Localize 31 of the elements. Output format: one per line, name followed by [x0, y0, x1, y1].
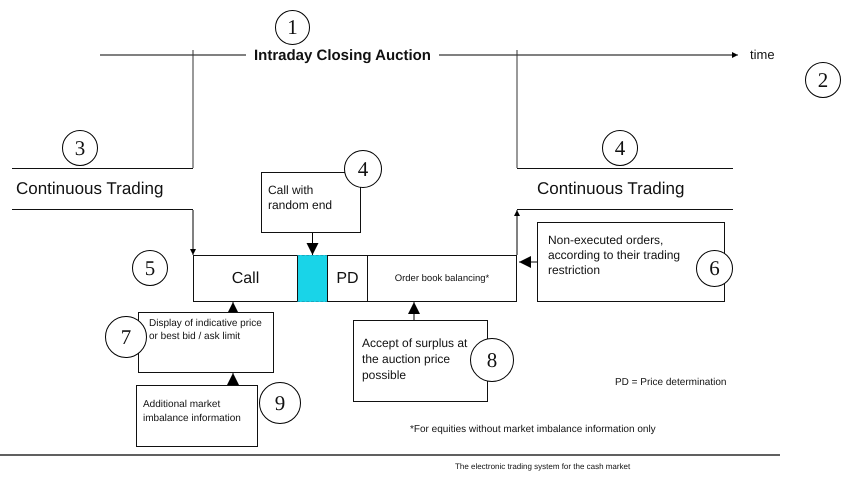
arrow — [227, 302, 239, 314]
callout-number: 9 — [259, 382, 301, 424]
arrow — [514, 210, 520, 256]
phase-cell: Order book balancing* — [367, 255, 517, 302]
arrow — [518, 256, 538, 268]
arrow — [306, 232, 318, 256]
footer-text: The electronic trading system for the cash market — [455, 462, 630, 471]
phase-band: Continuous Trading — [517, 168, 733, 210]
callout-number: 4 — [602, 130, 638, 166]
phase-band: Continuous Trading — [12, 168, 193, 210]
legend-note: PD = Price determination — [615, 377, 726, 388]
callout-number: 8 — [470, 338, 514, 382]
callout-number: 3 — [62, 130, 98, 166]
random-end-cell — [297, 255, 328, 302]
callout-number: 2 — [805, 62, 841, 98]
text-box: Call with random end — [261, 172, 361, 233]
footnote: *For equities without market imbalance information only — [410, 424, 656, 435]
phase-cell: Call — [193, 255, 298, 302]
text-box: Additional market imbalance information — [136, 385, 258, 447]
callout-number: 1 — [275, 10, 310, 45]
arrow — [190, 210, 196, 256]
timeline-label: Intraday Closing Auction — [246, 47, 439, 64]
arrow — [408, 302, 420, 320]
phase-cell: PD — [327, 255, 368, 302]
callout-number: 7 — [105, 316, 147, 358]
text-box: Display of indicative price or best bid / ask limit — [138, 312, 274, 373]
callout-number: 4 — [344, 150, 382, 188]
axis-label: time — [750, 47, 775, 62]
arrow — [227, 372, 239, 386]
text-box: Accept of surplus at the auction price possible — [353, 320, 488, 402]
callout-number: 5 — [132, 250, 168, 286]
